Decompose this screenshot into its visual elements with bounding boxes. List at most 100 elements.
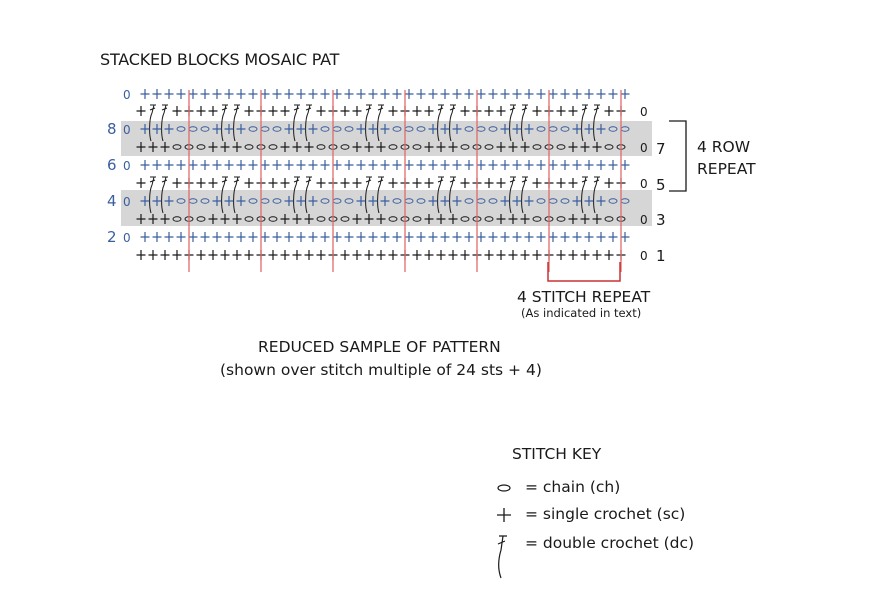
single-crochet-mark: [484, 250, 494, 260]
single-crochet-mark: [304, 250, 314, 260]
chain-mark: [320, 126, 330, 132]
row-end-zero: 0: [123, 88, 131, 102]
single-crochet-mark: [428, 160, 438, 170]
single-crochet-mark: [548, 232, 558, 242]
single-crochet-mark: [448, 250, 458, 260]
single-crochet-mark: [404, 89, 414, 99]
single-crochet-mark: [176, 160, 186, 170]
single-crochet-mark: [352, 142, 362, 152]
single-crochet-mark: [188, 160, 198, 170]
double-crochet-mark: [365, 176, 372, 214]
repeat-brackets: [547, 120, 687, 282]
row-end-zero: 0: [640, 105, 648, 119]
single-crochet-mark: [248, 160, 258, 170]
single-crochet-mark: [520, 250, 530, 260]
single-crochet-mark: [352, 250, 362, 260]
left-row-number: 2: [107, 228, 117, 246]
row-repeat-label: 4 ROW REPEAT: [697, 136, 756, 180]
single-crochet-mark: [148, 142, 158, 152]
single-crochet-mark: [232, 214, 242, 224]
single-crochet-mark: [560, 160, 570, 170]
double-crochet-mark: [581, 104, 588, 142]
single-crochet-mark: [452, 196, 462, 206]
chain-mark: [536, 126, 546, 132]
single-crochet-mark: [196, 178, 206, 188]
double-crochet-mark: [437, 104, 444, 142]
single-crochet-mark: [284, 124, 294, 134]
single-crochet-mark: [496, 178, 506, 188]
chain-mark: [416, 198, 426, 204]
chain-mark: [604, 144, 614, 150]
single-crochet-mark: [428, 89, 438, 99]
single-crochet-mark: [344, 160, 354, 170]
single-crochet-mark: [164, 196, 174, 206]
chain-mark: [604, 216, 614, 222]
single-crochet-mark: [508, 250, 518, 260]
single-crochet-mark: [532, 250, 542, 260]
chain-mark: [560, 198, 570, 204]
single-crochet-mark: [536, 160, 546, 170]
single-crochet-mark: [524, 124, 534, 134]
single-crochet-mark: [148, 250, 158, 260]
double-crochet-mark: [161, 176, 168, 214]
single-crochet-mark: [560, 89, 570, 99]
single-crochet-mark: [316, 250, 326, 260]
single-crochet-mark: [424, 178, 434, 188]
single-crochet-mark: [308, 89, 318, 99]
single-crochet-mark: [280, 178, 290, 188]
single-crochet-mark: [224, 160, 234, 170]
chain-mark: [172, 144, 182, 150]
single-crochet-mark: [332, 89, 342, 99]
single-crochet-mark: [412, 178, 422, 188]
single-crochet-mark: [376, 250, 386, 260]
single-crochet-mark: [568, 178, 578, 188]
sample-caption: REDUCED SAMPLE OF PATTERN: [258, 338, 501, 356]
single-crochet-mark: [232, 142, 242, 152]
single-crochet-mark: [224, 232, 234, 242]
single-crochet-mark: [532, 178, 542, 188]
double-crochet-mark: [221, 104, 228, 142]
single-crochet-mark: [244, 178, 254, 188]
chain-mark: [244, 144, 254, 150]
right-row-number: 1: [656, 247, 666, 265]
single-crochet-mark: [160, 250, 170, 260]
stitch-repeat-label: 4 STITCH REPEAT: [517, 288, 651, 306]
single-crochet-mark: [428, 196, 438, 206]
single-crochet-mark: [140, 89, 150, 99]
single-crochet-mark: [236, 196, 246, 206]
row-end-zero: 0: [123, 123, 131, 137]
single-crochet-mark: [596, 160, 606, 170]
single-crochet-mark: [340, 250, 350, 260]
single-crochet-mark: [620, 160, 630, 170]
chain-mark: [460, 144, 470, 150]
single-crochet-mark: [496, 250, 506, 260]
single-crochet-mark: [476, 160, 486, 170]
single-crochet-mark: [332, 160, 342, 170]
left-row-number: 4: [107, 192, 117, 210]
single-crochet-mark: [284, 160, 294, 170]
chain-mark: [272, 126, 282, 132]
single-crochet-mark: [344, 232, 354, 242]
single-crochet-mark: [572, 124, 582, 134]
chain-mark: [344, 126, 354, 132]
single-crochet-mark: [392, 160, 402, 170]
single-crochet-mark: [596, 232, 606, 242]
chain-mark: [464, 126, 474, 132]
single-crochet-mark: [580, 142, 590, 152]
single-crochet-mark: [452, 124, 462, 134]
single-crochet-mark: [464, 89, 474, 99]
chain-mark: [556, 216, 566, 222]
row-end-zero: 0: [123, 195, 131, 209]
single-crochet-mark: [136, 250, 146, 260]
single-crochet-mark: [580, 214, 590, 224]
single-crochet-mark: [224, 89, 234, 99]
single-crochet-mark: [232, 250, 242, 260]
single-crochet-mark: [476, 89, 486, 99]
single-crochet-mark: [164, 232, 174, 242]
single-crochet-mark: [272, 232, 282, 242]
row-repeat-bracket: [669, 120, 687, 192]
double-crochet-mark: [437, 176, 444, 214]
single-crochet-mark: [488, 160, 498, 170]
double-crochet-mark: [449, 176, 456, 214]
single-crochet-mark: [304, 214, 314, 224]
